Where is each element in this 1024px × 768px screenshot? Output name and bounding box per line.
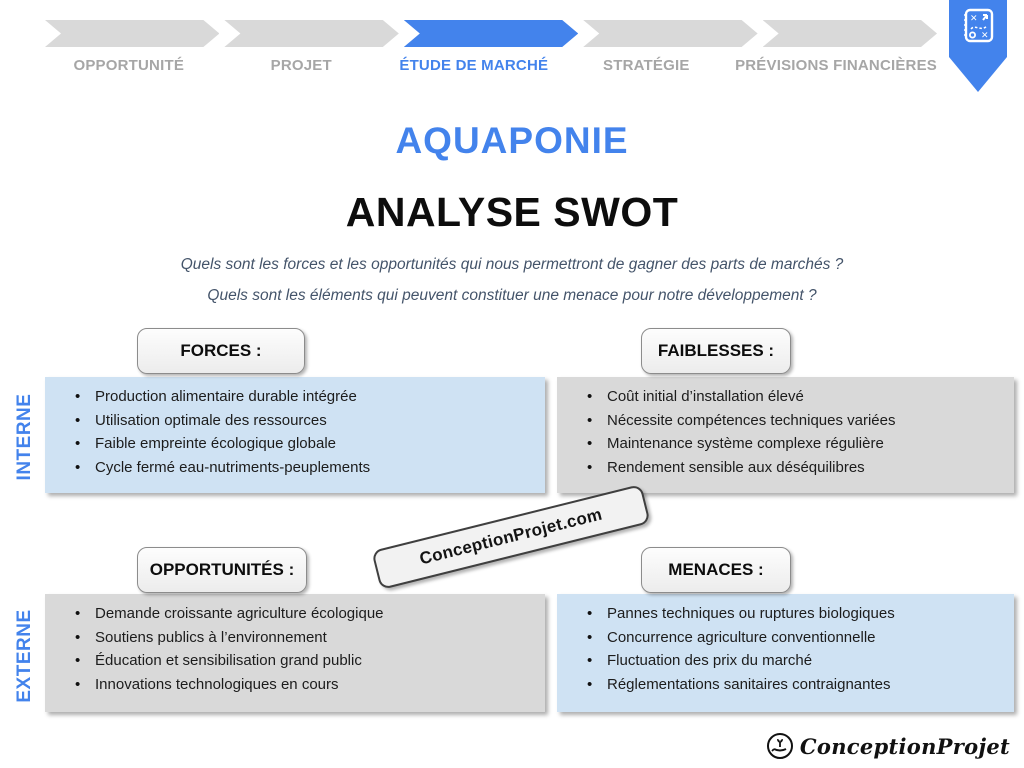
step-label-strategie: STRATÉGIE xyxy=(603,57,690,74)
menaces-list: Pannes techniques ou ruptures biologique… xyxy=(557,594,1014,696)
bookmark-ribbon: ✕ ✕ xyxy=(949,0,1007,92)
forces-list: Production alimentaire durable intégréeU… xyxy=(45,377,545,479)
opportunites-header: OPPORTUNITÉS : xyxy=(137,547,307,593)
axis-label-interne: INTERNE xyxy=(14,393,35,481)
hand-plant-icon xyxy=(766,733,793,759)
footer-logo: ConceptionProjet xyxy=(766,732,1010,760)
forces-header: FORCES : xyxy=(137,328,305,374)
svg-text:✕: ✕ xyxy=(981,31,989,41)
bullet-item: Maintenance système complexe régulière xyxy=(557,432,1008,456)
faiblesses-box: Coût initial d’installation élevéNécessi… xyxy=(557,377,1014,493)
menaces-box: Pannes techniques ou ruptures biologique… xyxy=(557,594,1014,712)
bullet-item: Utilisation optimale des ressources xyxy=(45,409,539,433)
svg-text:✕: ✕ xyxy=(970,14,978,24)
bullet-item: Nécessite compétences techniques variées xyxy=(557,409,1008,433)
step-label-projet: PROJET xyxy=(270,57,332,74)
footer-logo-text: ConceptionProjet xyxy=(799,733,1010,759)
page-title: AQUAPONIE xyxy=(395,120,629,161)
step-chevron-projet[interactable] xyxy=(224,20,398,47)
bullet-item: Innovations technologiques en cours xyxy=(45,673,539,697)
step-chevron-strategie[interactable] xyxy=(583,20,757,47)
menaces-header: MENACES : xyxy=(641,547,791,593)
process-stepper-labels: OPPORTUNITÉ PROJET ÉTUDE DE MARCHÉ STRAT… xyxy=(45,57,937,74)
bullet-item: Éducation et sensibilisation grand publi… xyxy=(45,649,539,673)
strategy-board-icon: ✕ ✕ xyxy=(964,8,994,43)
step-chevron-etude-de-marche[interactable] xyxy=(404,20,578,47)
question-line-2: Quels sont les éléments qui peuvent cons… xyxy=(207,287,817,304)
faiblesses-list: Coût initial d’installation élevéNécessi… xyxy=(557,377,1014,479)
bullet-item: Faible empreinte écologique globale xyxy=(45,432,539,456)
opportunites-box: Demande croissante agriculture écologiqu… xyxy=(45,594,545,712)
bullet-item: Cycle fermé eau-nutriments-peuplements xyxy=(45,456,539,480)
step-chevron-previsions-financieres[interactable] xyxy=(763,20,937,47)
watermark-stamp: ConceptionProjet.com xyxy=(371,483,651,591)
question-line-1: Quels sont les forces et les opportunité… xyxy=(180,256,844,273)
step-label-etude-de-marche: ÉTUDE DE MARCHÉ xyxy=(399,57,549,74)
bullet-item: Pannes techniques ou ruptures biologique… xyxy=(557,602,1008,626)
bullet-item: Demande croissante agriculture écologiqu… xyxy=(45,602,539,626)
step-chevron-opportunite[interactable] xyxy=(45,20,219,47)
opportunites-list: Demande croissante agriculture écologiqu… xyxy=(45,594,545,696)
bullet-item: Coût initial d’installation élevé xyxy=(557,385,1008,409)
bullet-item: Concurrence agriculture conventionnelle xyxy=(557,626,1008,650)
forces-box: Production alimentaire durable intégréeU… xyxy=(45,377,545,493)
axis-label-externe: EXTERNE xyxy=(14,609,35,703)
step-label-previsions-financieres: PRÉVISIONS FINANCIÈRES xyxy=(735,57,937,74)
bullet-item: Rendement sensible aux déséquilibres xyxy=(557,456,1008,480)
bullet-item: Production alimentaire durable intégrée xyxy=(45,385,539,409)
bullet-item: Soutiens publics à l’environnement xyxy=(45,626,539,650)
faiblesses-header: FAIBLESSES : xyxy=(641,328,791,374)
step-label-opportunite: OPPORTUNITÉ xyxy=(73,57,185,74)
bullet-item: Fluctuation des prix du marché xyxy=(557,649,1008,673)
section-title: ANALYSE SWOT xyxy=(345,189,679,235)
process-stepper xyxy=(45,20,937,47)
bullet-item: Réglementations sanitaires contraignante… xyxy=(557,673,1008,697)
